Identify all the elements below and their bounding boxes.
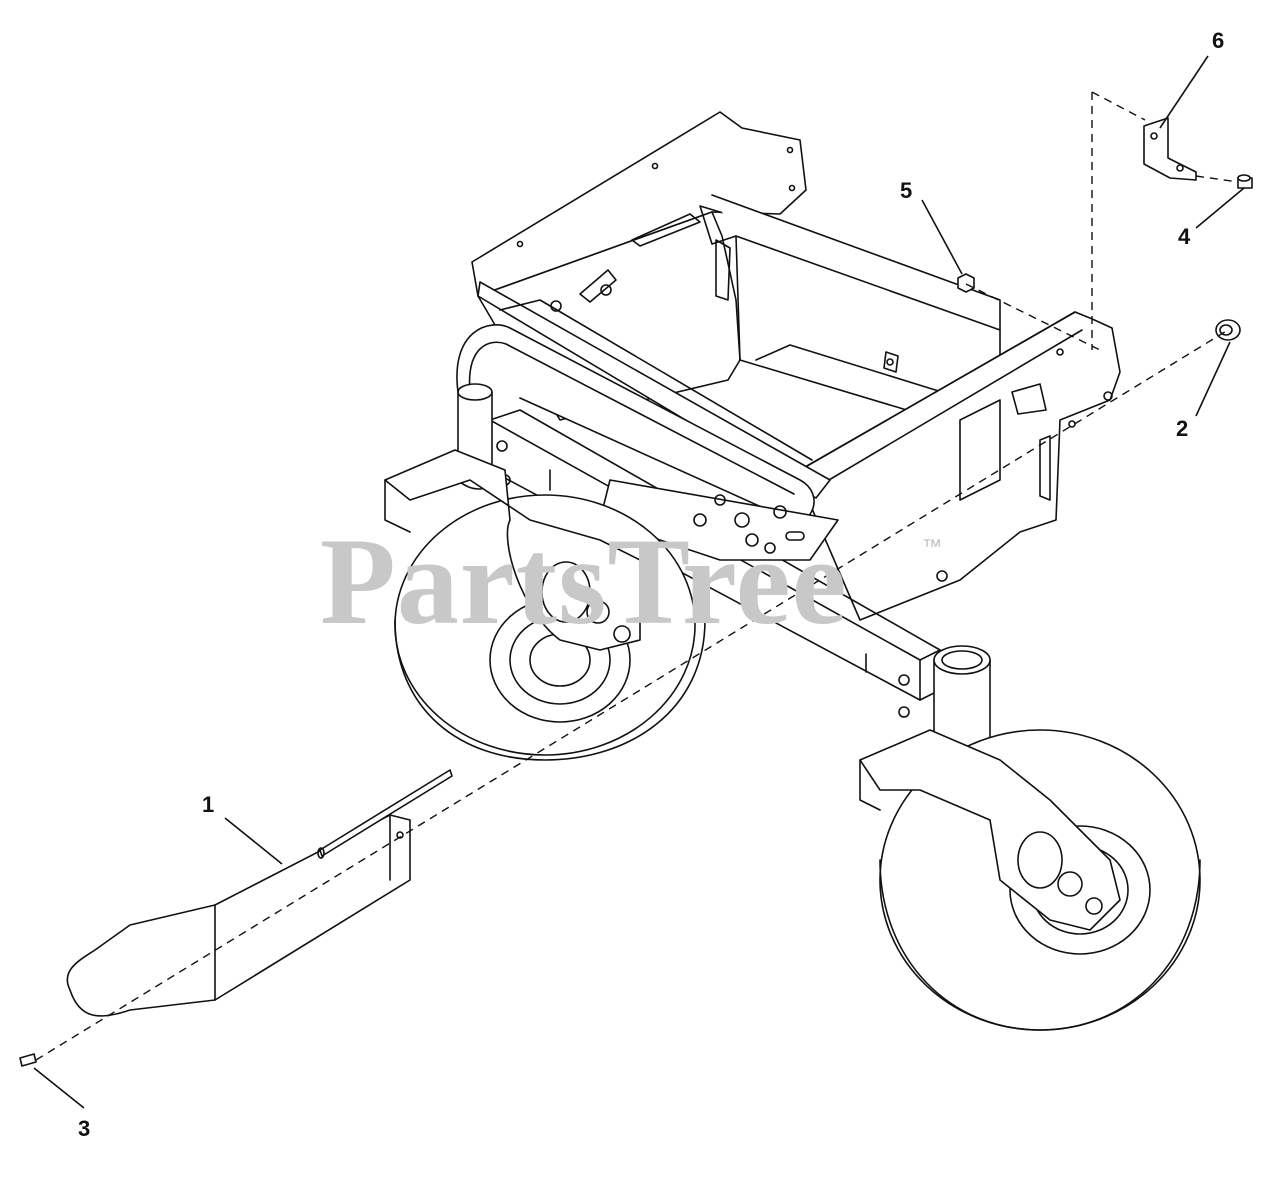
left-caster-wheel — [384, 449, 706, 761]
callout-2: 2 — [1176, 416, 1189, 441]
callout-3: 3 — [78, 1116, 91, 1141]
callout-6: 6 — [1212, 28, 1225, 53]
callout-4: 4 — [1178, 224, 1191, 249]
bracket-part-6 — [1143, 117, 1197, 181]
watermark-trademark: ™ — [922, 536, 942, 558]
watermark: PartsTree — [320, 513, 848, 650]
right-caster-wheel — [859, 729, 1201, 1031]
bolt-part-4 — [1237, 174, 1253, 189]
callout-5: 5 — [900, 178, 913, 203]
assembly-lines — [35, 91, 1239, 1061]
leader-lines — [33, 55, 1245, 1109]
callout-1: 1 — [202, 792, 215, 817]
nut-part-5 — [957, 273, 975, 293]
shield-part-1 — [66, 769, 453, 1017]
screw-part-3 — [19, 1053, 37, 1067]
frame-assembly — [456, 111, 1121, 761]
spacer-part-2 — [1215, 319, 1241, 341]
